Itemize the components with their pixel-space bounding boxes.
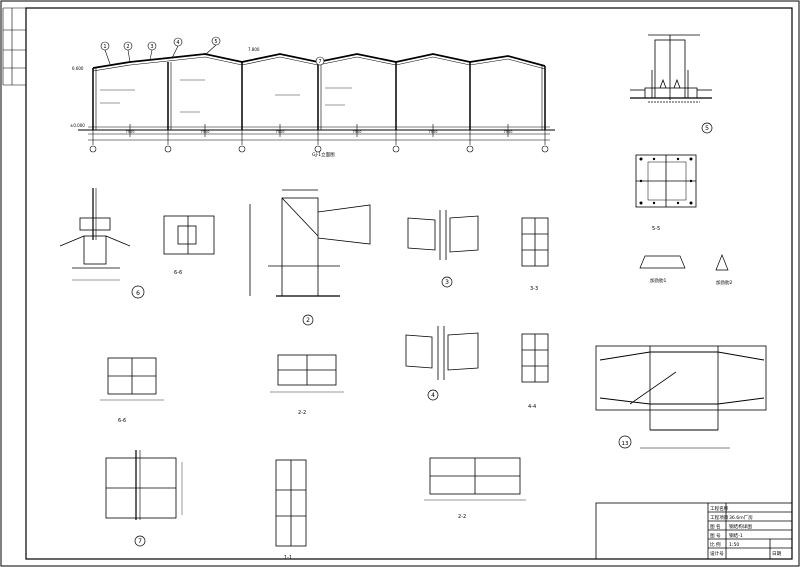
detail-6-caption: 6 — [136, 290, 140, 297]
detail-6 — [59, 188, 131, 281]
section-4-4 — [521, 333, 549, 383]
grid-dim: 7500 — [429, 130, 438, 134]
bubble-label: 4 — [176, 40, 179, 46]
detail-3-bubble — [441, 276, 453, 288]
section-2-2-bottom — [424, 457, 526, 501]
frame-elevation — [78, 53, 555, 141]
bubble-label: 5 — [214, 39, 217, 45]
detail-7-bubble — [134, 535, 146, 547]
detail-3 — [407, 210, 479, 260]
detail-7 — [105, 450, 183, 520]
detail-2-bubble — [302, 314, 314, 326]
detail-5-caption: 5 — [705, 125, 709, 132]
detail-4 — [405, 326, 479, 380]
plate-label: 加劲肋1 — [650, 277, 666, 284]
level-mark: 6.600 — [72, 66, 84, 71]
title-block-value: 1:50 — [729, 542, 739, 548]
title-block-label: 工程项目 — [710, 514, 728, 521]
section-label: 4-4 — [528, 404, 536, 410]
section-label: 6-6 — [174, 270, 182, 276]
detail-7-caption: 7 — [138, 538, 142, 545]
level-mark: ±0.000 — [70, 123, 85, 128]
detail-5 — [630, 34, 712, 103]
detail-13 — [595, 345, 767, 449]
elevation-annotations — [100, 79, 352, 113]
grid-dim: 7500 — [504, 130, 513, 134]
section-label: 6-6 — [118, 418, 126, 424]
detail-2-caption: 2 — [306, 317, 310, 324]
section-label: 5-5 — [652, 226, 660, 232]
title-block-label: 图 名 — [710, 523, 721, 530]
grid-axis-circles — [89, 145, 549, 153]
section-2-2 — [270, 354, 344, 393]
bubble-label: 1 — [103, 44, 106, 50]
plate-label: 加劲肋2 — [716, 279, 732, 286]
title-block-value: 36.6m厂房 — [729, 514, 753, 521]
section-label: 2-2 — [298, 410, 306, 416]
title-block — [595, 502, 793, 560]
bubble-label: 3 — [150, 44, 153, 50]
detail-bubble — [315, 56, 325, 66]
bubble-label: 7 — [318, 59, 321, 65]
grid-dim: 7500 — [201, 130, 210, 134]
bubble-label: 2 — [126, 44, 129, 50]
section-label: 3-3 — [530, 286, 538, 292]
title-block-label: 图 号 — [710, 533, 721, 539]
section-1-1 — [275, 459, 307, 547]
grid-dim: 7500 — [276, 130, 285, 134]
detail-bubbles — [100, 36, 325, 66]
title-block-extra: 设计号 — [710, 550, 724, 557]
elevation-columns — [92, 62, 546, 130]
anchor-bolts — [639, 157, 693, 205]
detail-13-bubble — [618, 435, 632, 449]
detail-5-bubble — [701, 122, 713, 134]
level-mark: 7.800 — [248, 47, 260, 52]
detail-bubble-labels: 1 2 3 4 5 7 — [103, 39, 321, 65]
detail-6-bubble — [131, 285, 145, 299]
detail-3-caption: 3 — [445, 279, 449, 286]
elevation-caption: GJ-1立面图 — [312, 151, 335, 158]
detail-13-caption: 13 — [622, 441, 629, 447]
stiffener-plates — [639, 254, 729, 271]
title-block-value: 钢结-1 — [729, 532, 743, 539]
title-block-value: 钢结构详图 — [729, 523, 752, 530]
elevation-ticks — [92, 123, 546, 145]
detail-4-bubble — [427, 389, 439, 401]
section-label: 2-2 — [458, 514, 466, 520]
binding-strip — [2, 7, 26, 86]
inner-frame — [25, 7, 793, 560]
section-label: 1-1 — [284, 555, 292, 561]
title-block-label: 比 例 — [710, 541, 721, 548]
section-5-5 — [635, 154, 697, 208]
title-block-label: 工程名称 — [710, 505, 729, 512]
title-block-extra: 日期 — [772, 551, 782, 557]
section-6-6-plate — [100, 357, 164, 401]
detail-4-caption: 4 — [431, 392, 435, 399]
detail-2 — [249, 189, 371, 297]
grid-dim: 7500 — [126, 130, 135, 134]
section-3-3 — [521, 217, 549, 267]
grid-dim: 7500 — [353, 130, 362, 134]
section-6-6-upper — [163, 215, 215, 255]
